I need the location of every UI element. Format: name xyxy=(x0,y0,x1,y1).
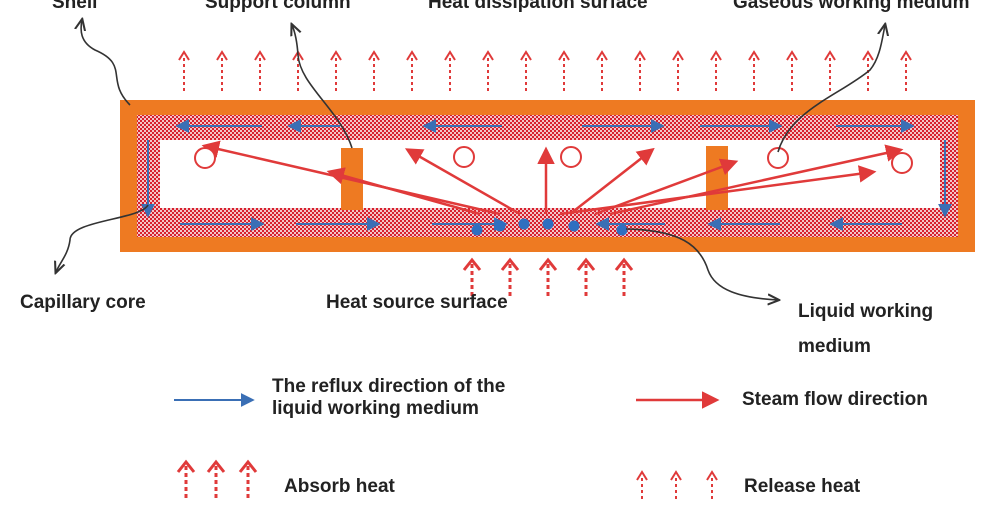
legend-absorb-arrows xyxy=(176,459,258,500)
release-heat-arrow-8 xyxy=(482,50,494,92)
release-heat-arrow-12 xyxy=(634,50,646,92)
legend-absorb-arrow-2 xyxy=(238,459,258,500)
vapor-bubble-4 xyxy=(891,152,913,174)
release-heat-arrow-16 xyxy=(786,50,798,92)
absorb-heat-arrows xyxy=(462,257,634,298)
release-heat-arrow-2 xyxy=(254,50,266,92)
release-heat-arrow-18 xyxy=(862,50,874,92)
liquid-dot-0 xyxy=(471,224,483,236)
liquid-dot-3 xyxy=(542,218,554,230)
liquid-dot-1 xyxy=(494,220,506,232)
heat-dissipation-surface-label: Heat dissipation surface xyxy=(428,0,648,13)
absorb-heat-arrow-3 xyxy=(576,257,596,298)
reflux-arrows xyxy=(141,119,952,231)
steam-arrows xyxy=(201,140,904,216)
release-heat-arrow-13 xyxy=(672,50,684,92)
support-column-label: Support column xyxy=(205,0,351,13)
release-heat-arrow-15 xyxy=(748,50,760,92)
legend-reflux-label: The reflux direction of the liquid worki… xyxy=(272,376,506,419)
steam-arrow-4 xyxy=(569,147,655,215)
capillary-core-label: Capillary core xyxy=(20,292,146,313)
gaseous-medium-leader xyxy=(777,25,885,153)
legend-release-arrow-2 xyxy=(706,470,718,500)
vapor-bubbles xyxy=(194,146,913,174)
release-heat-arrow-4 xyxy=(330,50,342,92)
legend-absorb-label: Absorb heat xyxy=(284,476,395,497)
steam-arrow-2 xyxy=(404,148,521,216)
legend-release-label: Release heat xyxy=(744,476,861,497)
legend-release-arrows xyxy=(636,470,718,500)
liquid-medium-leader xyxy=(625,228,778,300)
absorb-heat-arrow-1 xyxy=(500,257,520,298)
absorb-heat-arrow-0 xyxy=(462,257,482,298)
capillary-core-leader xyxy=(56,204,149,272)
release-heat-arrow-10 xyxy=(558,50,570,92)
release-heat-arrows xyxy=(178,50,912,92)
legend-release-arrow-0 xyxy=(636,470,648,500)
absorb-heat-arrow-4 xyxy=(614,257,634,298)
steam-arrow-1 xyxy=(326,167,481,216)
release-heat-arrow-7 xyxy=(444,50,456,92)
support-column-right xyxy=(706,146,728,210)
release-heat-arrow-6 xyxy=(406,50,418,92)
support-column-leader xyxy=(292,25,353,149)
release-heat-arrow-11 xyxy=(596,50,608,92)
vapor-bubble-2 xyxy=(560,146,582,168)
steam-arrow-0 xyxy=(201,140,501,216)
vapor-bubble-0 xyxy=(194,147,216,169)
legend-release-arrow-1 xyxy=(670,470,682,500)
liquid-working-medium-label: Liquid working medium xyxy=(798,301,934,357)
legend-absorb-arrow-0 xyxy=(176,459,196,500)
vapor-bubble-3 xyxy=(767,147,789,169)
gaseous-working-medium-label: Gaseous working medium xyxy=(733,0,970,13)
shell-label: Shell xyxy=(52,0,98,13)
legend-steam-label: Steam flow direction xyxy=(742,389,928,410)
heat-source-surface-label: Heat source surface xyxy=(326,292,508,313)
liquid-dots xyxy=(471,218,628,236)
liquid-dot-5 xyxy=(616,224,628,236)
legend-absorb-arrow-1 xyxy=(206,459,226,500)
vapor-cavity xyxy=(160,140,940,208)
liquid-dot-4 xyxy=(568,220,580,232)
release-heat-arrow-17 xyxy=(824,50,836,92)
release-heat-arrow-19 xyxy=(900,50,912,92)
release-heat-arrow-0 xyxy=(178,50,190,92)
absorb-heat-arrow-2 xyxy=(538,257,558,298)
release-heat-arrow-1 xyxy=(216,50,228,92)
release-heat-arrow-5 xyxy=(368,50,380,92)
vapor-bubble-1 xyxy=(453,146,475,168)
shell-leader xyxy=(81,20,131,106)
release-heat-arrow-14 xyxy=(710,50,722,92)
release-heat-arrow-9 xyxy=(520,50,532,92)
steam-arrow-6 xyxy=(559,165,877,216)
liquid-dot-2 xyxy=(518,218,530,230)
steam-arrow-7 xyxy=(609,144,904,216)
